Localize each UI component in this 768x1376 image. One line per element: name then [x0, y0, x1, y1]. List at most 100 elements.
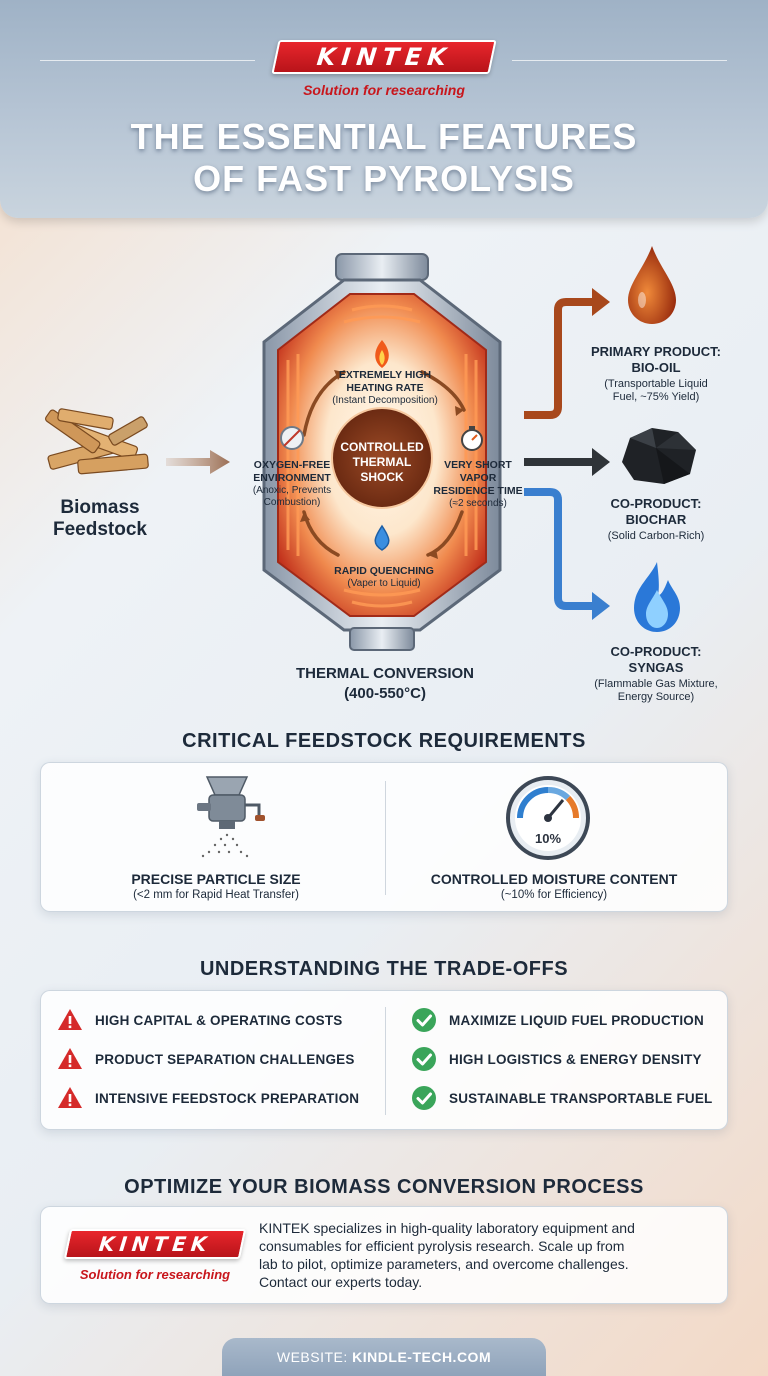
residence-time-sub: (≈2 seconds)	[449, 498, 507, 509]
tradeoffs-card: HIGH CAPITAL & OPERATING COSTS PRODUCT S…	[40, 990, 728, 1130]
page-title-line1: THE ESSENTIAL FEATURES	[130, 116, 638, 157]
promo-line2: consumables for efficient pyrolysis rese…	[259, 1238, 625, 1254]
bio-oil-label: PRIMARY PRODUCT: BIO-OIL (Transportable …	[576, 344, 736, 404]
warning-icon	[58, 1087, 82, 1108]
check-icon	[412, 1047, 436, 1071]
oxygen-free-sub2: Combustion)	[263, 497, 321, 508]
pro-item: SUSTAINABLE TRANSPORTABLE FUEL	[411, 1084, 721, 1112]
page-title: THE ESSENTIAL FEATURES OF FAST PYROLYSIS	[0, 116, 768, 200]
website-footer[interactable]: WEBSITE: KINDLE-TECH.COM	[222, 1338, 546, 1376]
logo-tagline: Solution for researching	[303, 82, 465, 98]
controlled-thermal-shock: CONTROLLED THERMAL SHOCK	[333, 440, 431, 485]
feed-arrow-icon	[166, 450, 230, 474]
check-icon	[412, 1008, 436, 1032]
pros-list: MAXIMIZE LIQUID FUEL PRODUCTION HIGH LOG…	[411, 1006, 721, 1112]
syngas-flame-icon	[634, 562, 680, 632]
residence-time-title2: VAPOR	[459, 472, 497, 484]
moisture-sub: (~10% for Efficiency)	[500, 889, 608, 901]
promo-kintek-logo[interactable]: KINTEK	[63, 1229, 247, 1259]
requirements-title: CRITICAL FEEDSTOCK REQUIREMENTS	[182, 730, 586, 752]
requirements-card: PRECISE PARTICLE SIZE (<2 mm for Rapid H…	[40, 762, 728, 912]
bio-oil-droplet-icon	[628, 246, 676, 324]
header-banner: KINTEK Solution for researching THE ESSE…	[0, 0, 768, 218]
moisture-gauge-icon: 10%	[506, 776, 590, 860]
promo-title: OPTIMIZE YOUR BIOMASS CONVERSION PROCESS	[124, 1176, 644, 1198]
biochar-sub: (Solid Carbon-Rich)	[607, 530, 705, 542]
heating-rate-label: EXTREMELY HIGH HEATING RATE (Instant Dec…	[326, 369, 444, 407]
oxygen-free-title1: OXYGEN-FREE	[253, 459, 331, 471]
grinder-icon	[197, 776, 265, 858]
promo-line3: lab to pilot, optimize parameters, and o…	[259, 1256, 629, 1272]
oxygen-free-label: OXYGEN-FREE ENVIRONMENT (Anoxic, Prevent…	[246, 459, 338, 509]
thermal-line2: (400-550°C)	[344, 685, 426, 702]
biochar-title2: BIOCHAR	[625, 512, 687, 527]
thermal-line1: THERMAL CONVERSION	[295, 665, 475, 682]
promo-logo-text: KINTEK	[97, 1232, 213, 1256]
feedstock-label-line1: Biomass	[60, 497, 140, 518]
tradeoffs-divider	[385, 1007, 386, 1115]
logo-text: KINTEK	[314, 43, 453, 71]
rapid-quenching-sub: (Vaper to Liquid)	[347, 578, 421, 589]
page-title-line2: OF FAST PYROLYSIS	[193, 158, 575, 199]
pro-label: MAXIMIZE LIQUID FUEL PRODUCTION	[449, 1012, 704, 1028]
pro-item: MAXIMIZE LIQUID FUEL PRODUCTION	[411, 1006, 721, 1034]
pro-item: HIGH LOGISTICS & ENERGY DENSITY	[411, 1045, 721, 1073]
warning-icon	[58, 1009, 82, 1030]
rapid-quenching-label: RAPID QUENCHING (Vaper to Liquid)	[326, 565, 442, 590]
particle-size-sub: (<2 mm for Rapid Heat Transfer)	[133, 889, 299, 901]
cons-list: HIGH CAPITAL & OPERATING COSTS PRODUCT S…	[57, 1006, 377, 1112]
residence-time-title1: VERY SHORT	[444, 459, 512, 471]
moisture-title: CONTROLLED MOISTURE CONTENT	[430, 871, 678, 887]
website-label: WEBSITE:	[276, 1349, 353, 1365]
residence-time-title3: RESIDENCE TIME	[433, 485, 523, 497]
syngas-title2: SYNGAS	[628, 660, 684, 675]
warning-icon	[58, 1048, 82, 1069]
product-flow-arrows	[524, 288, 610, 620]
heating-rate-title1: EXTREMELY HIGH	[338, 369, 432, 381]
center-line1: CONTROLLED	[340, 440, 424, 454]
oxygen-free-title2: ENVIRONMENT	[253, 472, 331, 484]
con-label: PRODUCT SEPARATION CHALLENGES	[95, 1051, 355, 1067]
rapid-quenching-title: RAPID QUENCHING	[334, 565, 434, 577]
syngas-label: CO-PRODUCT: SYNGAS (Flammable Gas Mixtur…	[576, 644, 736, 704]
con-label: HIGH CAPITAL & OPERATING COSTS	[95, 1012, 343, 1028]
con-item: PRODUCT SEPARATION CHALLENGES	[57, 1045, 377, 1073]
promo-line1: KINTEK specializes in high-quality labor…	[259, 1220, 635, 1236]
feedstock-label-line2: Feedstock	[53, 519, 147, 540]
promo-card: KINTEK Solution for researching KINTEK s…	[40, 1206, 728, 1304]
bio-oil-sub1: (Transportable Liquid	[604, 378, 708, 390]
con-item: HIGH CAPITAL & OPERATING COSTS	[57, 1006, 377, 1034]
particle-size-title: PRECISE PARTICLE SIZE	[131, 871, 301, 887]
bio-oil-title1: PRIMARY PRODUCT:	[590, 344, 721, 359]
header-divider-right	[512, 60, 727, 61]
oxygen-free-sub1: (Anoxic, Prevents	[252, 485, 332, 496]
pro-label: SUSTAINABLE TRANSPORTABLE FUEL	[449, 1090, 713, 1106]
syngas-title1: CO-PRODUCT:	[610, 644, 702, 659]
gauge-value: 10%	[535, 831, 561, 846]
tradeoffs-title: UNDERSTANDING THE TRADE-OFFS	[199, 958, 569, 980]
biochar-lump-icon	[622, 428, 696, 484]
kintek-logo[interactable]: KINTEK	[271, 40, 497, 74]
syngas-sub1: (Flammable Gas Mixture,	[594, 678, 718, 690]
promo-description: KINTEK specializes in high-quality labor…	[259, 1219, 721, 1291]
reactor-vessel	[262, 253, 502, 651]
heating-rate-sub: (Instant Decomposition)	[332, 395, 438, 406]
feedstock-label: Biomass Feedstock	[30, 497, 170, 541]
wood-logs-icon	[44, 408, 149, 475]
residence-time-label: VERY SHORT VAPOR RESIDENCE TIME (≈2 seco…	[430, 459, 526, 510]
requirements-divider	[385, 781, 386, 895]
heating-rate-title2: HEATING RATE	[346, 382, 424, 394]
pro-label: HIGH LOGISTICS & ENERGY DENSITY	[449, 1051, 702, 1067]
bio-oil-sub2: Fuel, ~75% Yield)	[612, 391, 700, 403]
con-item: INTENSIVE FEEDSTOCK PREPARATION	[57, 1084, 377, 1112]
syngas-sub2: Energy Source)	[617, 691, 695, 703]
header-divider-left	[40, 60, 255, 61]
biochar-label: CO-PRODUCT: BIOCHAR (Solid Carbon-Rich)	[576, 496, 736, 543]
website-link[interactable]: KINDLE-TECH.COM	[352, 1349, 492, 1365]
check-icon	[412, 1086, 436, 1110]
center-line2: THERMAL	[352, 455, 412, 469]
center-line3: SHOCK	[360, 470, 404, 484]
promo-line4: Contact our experts today.	[259, 1274, 423, 1290]
thermal-conversion-label: THERMAL CONVERSION (400-550°C)	[260, 664, 510, 704]
bio-oil-title2: BIO-OIL	[631, 360, 681, 375]
